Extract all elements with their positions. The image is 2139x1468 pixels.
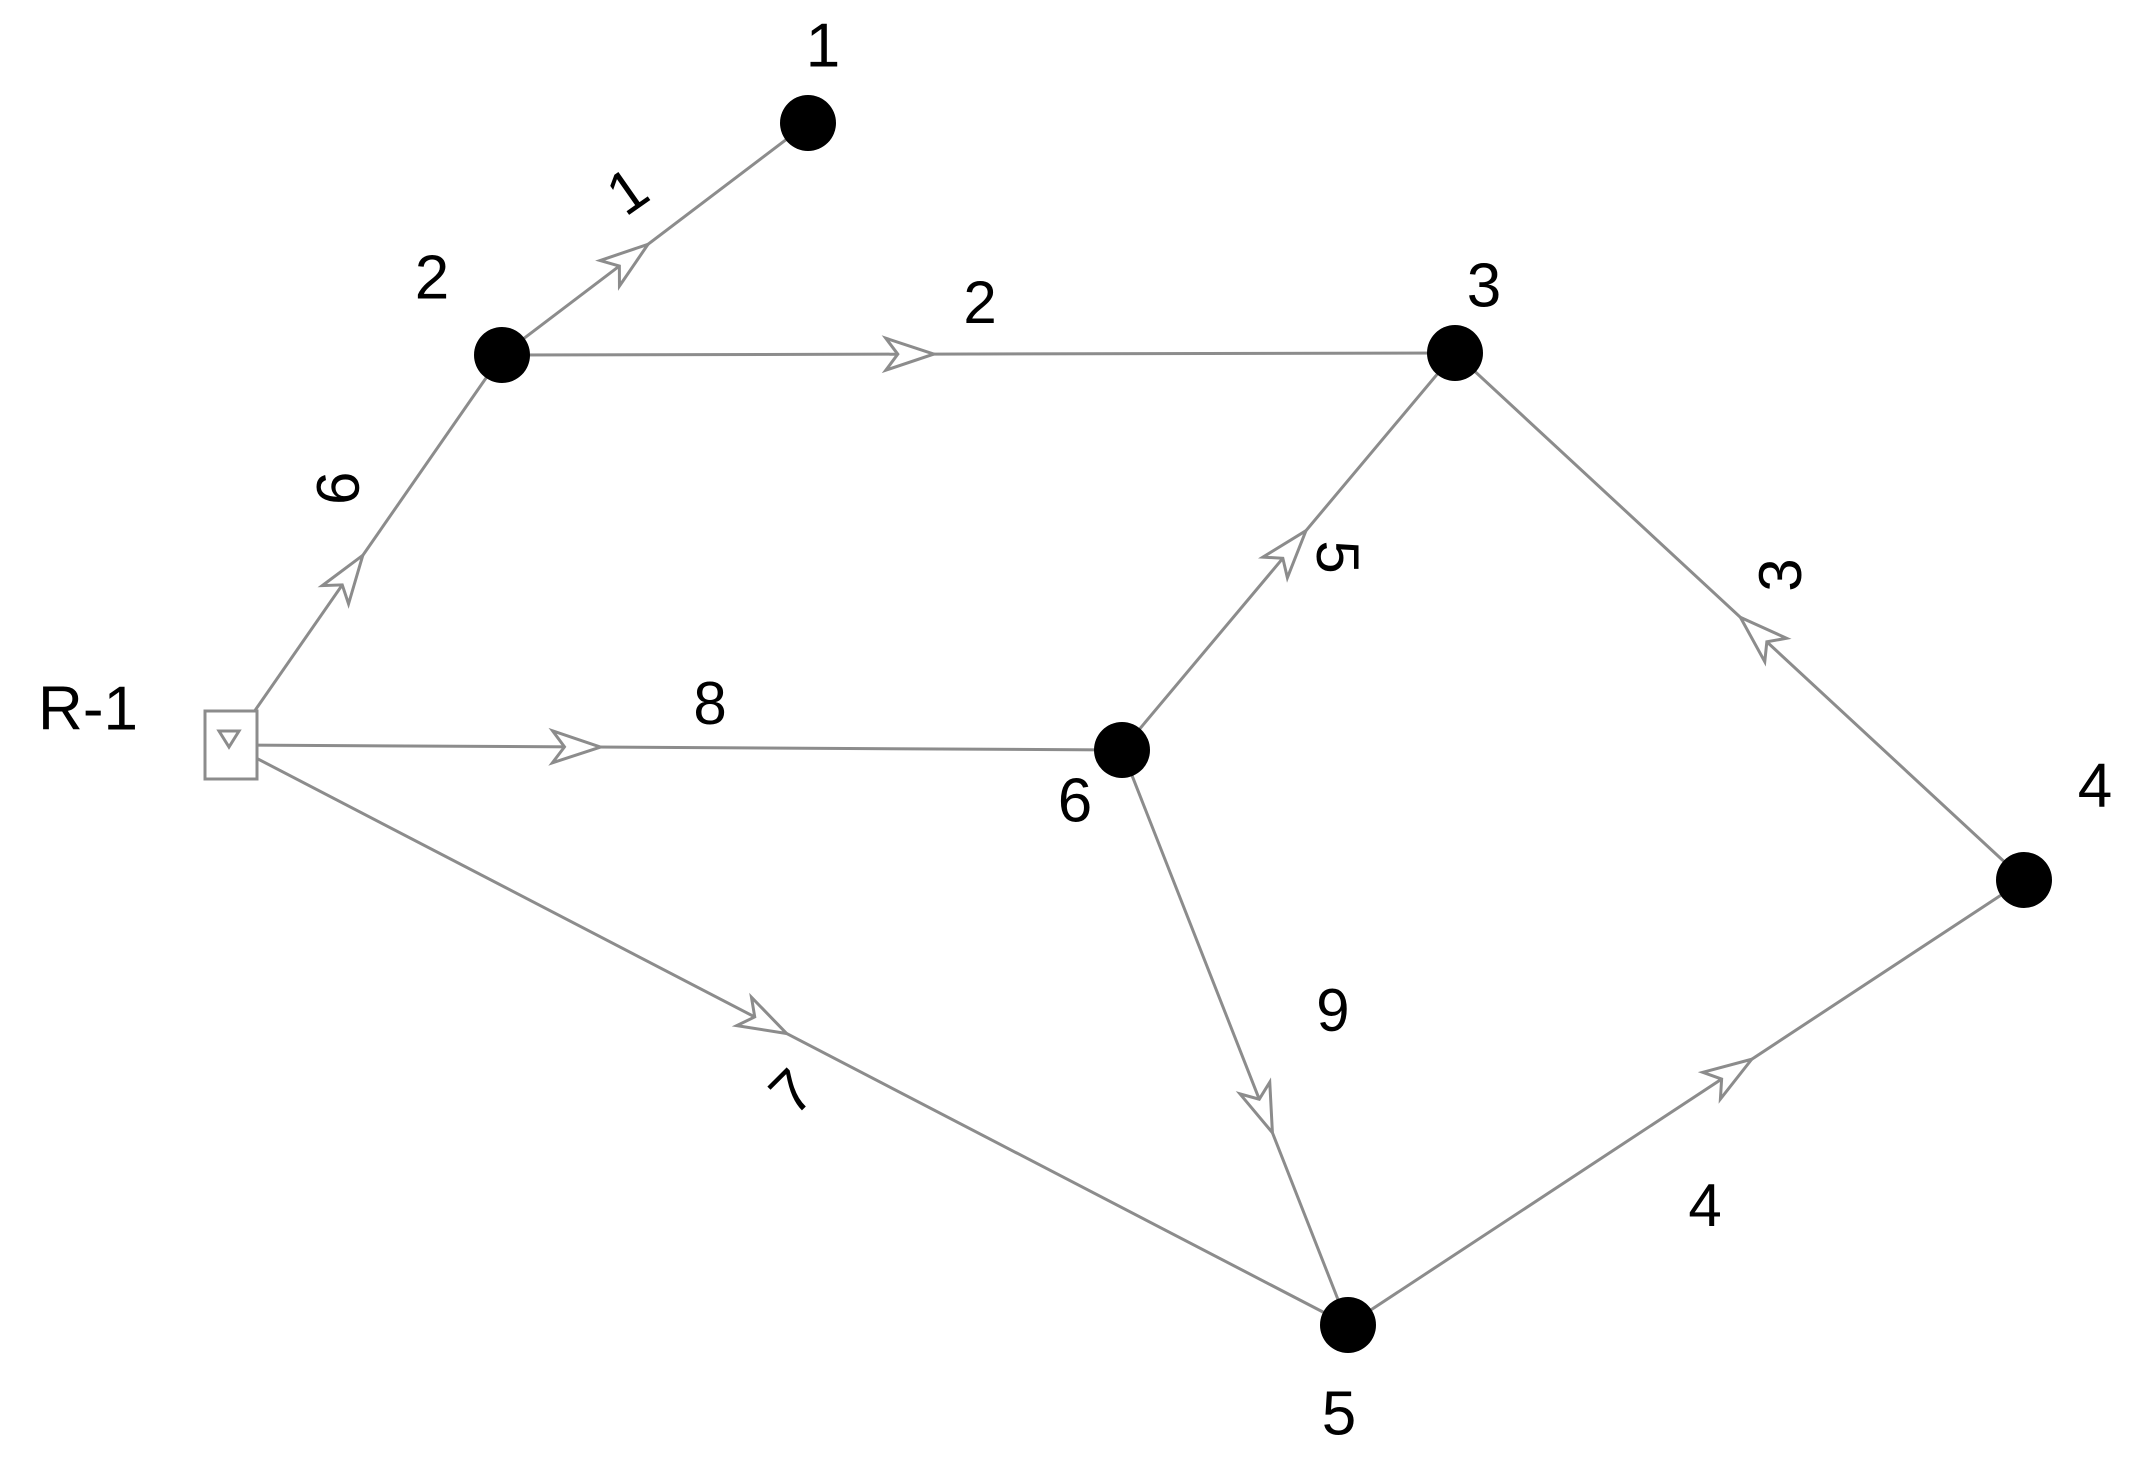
- pipe-link-2: [501, 351, 1456, 357]
- flow-arrow-7: [731, 992, 791, 1036]
- flow-arrow-5: [1257, 527, 1310, 583]
- link-label-7: 7: [756, 1056, 827, 1127]
- reservoir-marker-icon: [216, 729, 242, 750]
- junction-node-3: [1427, 325, 1483, 381]
- node-label-4: 4: [2078, 751, 2112, 820]
- link-label-1: 1: [594, 154, 660, 228]
- node-label-3: 3: [1467, 251, 1501, 320]
- junction-node-4: [1996, 852, 2052, 908]
- node-label-1: 1: [806, 11, 840, 80]
- pipe-link-1: [501, 121, 809, 357]
- pipe-link-4: [1347, 878, 2025, 1327]
- node-label-2: 2: [415, 243, 449, 312]
- link-label-4: 4: [1688, 1172, 1721, 1239]
- flow-arrow-1: [595, 241, 652, 291]
- pipe-link-8: [230, 743, 1123, 752]
- arrows-layer: [317, 241, 1792, 1138]
- junction-node-1: [780, 95, 836, 151]
- junction-node-5: [1320, 1297, 1376, 1353]
- flow-arrow-2: [881, 335, 939, 374]
- link-label-6: 6: [1316, 976, 1349, 1043]
- link-label-9: 9: [304, 471, 371, 504]
- link-label-3: 3: [1747, 558, 1814, 591]
- link-label-2: 2: [963, 269, 996, 336]
- pipe-link-6: [1120, 749, 1350, 1326]
- flow-arrow-9: [317, 551, 366, 609]
- reservoir-label: R-1: [38, 674, 138, 743]
- node-label-6: 6: [1058, 766, 1092, 835]
- flow-arrow-3: [1736, 614, 1792, 667]
- flow-arrow-8: [548, 727, 606, 766]
- link-label-5: 5: [1304, 540, 1371, 573]
- flow-arrow-6: [1235, 1077, 1275, 1138]
- pipe-link-9: [229, 354, 504, 746]
- node-label-5: 5: [1322, 1379, 1356, 1448]
- labels-layer: 1 2 3 4 5 6 7 8 9R-1 1 2 3 4 5 6: [38, 11, 2112, 1448]
- link-label-8: 8: [693, 670, 726, 737]
- flow-arrow-4: [1697, 1056, 1756, 1104]
- junction-node-6: [1094, 722, 1150, 778]
- junction-node-2: [474, 327, 530, 383]
- nodes-layer: [203, 95, 2052, 1353]
